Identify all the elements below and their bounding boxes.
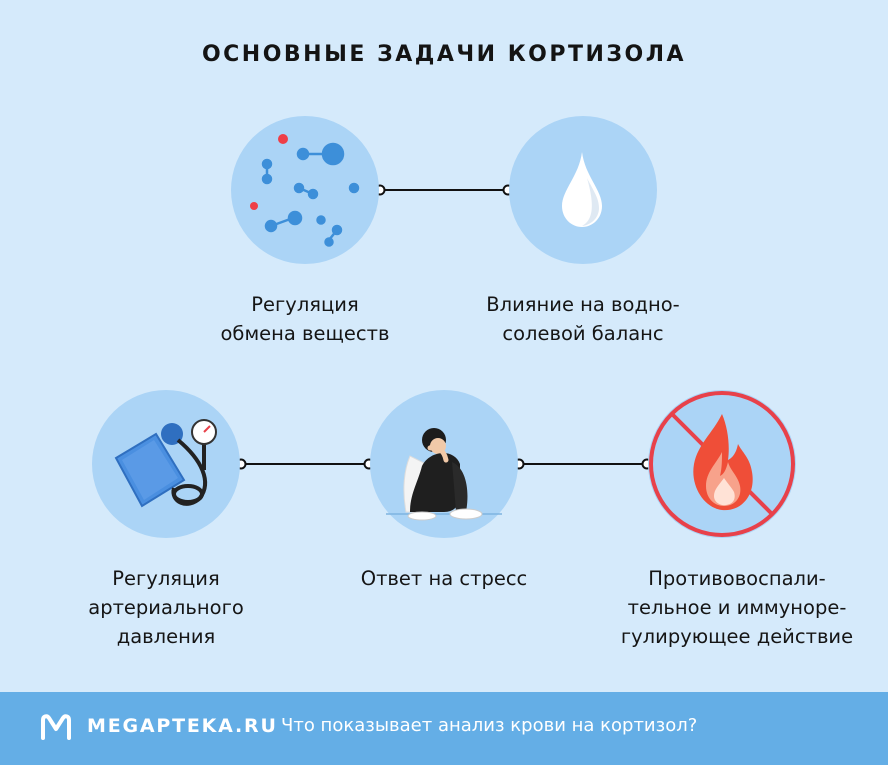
connector-bottom-right	[513, 458, 653, 470]
blood-pressure-circle	[92, 390, 240, 538]
water-drop-icon	[562, 152, 602, 227]
label-line: обмена веществ	[220, 322, 390, 345]
molecules-icon	[250, 134, 360, 247]
label-line: Регуляция	[112, 567, 220, 590]
page-title: ОСНОВНЫЕ ЗАДАЧИ КОРТИЗОЛА	[201, 42, 687, 67]
connector-bottom-left	[235, 458, 375, 470]
label-water-balance: Влияние на водно- солевой баланс	[468, 290, 698, 348]
label-line: Противовоспали-	[648, 567, 826, 590]
label-line: давления	[116, 625, 216, 648]
stressed-person-icon	[386, 428, 502, 521]
brand-name[interactable]: MEGAPTEKA.RU	[87, 715, 278, 737]
label-line: солевой баланс	[502, 322, 664, 345]
crossed-fire-icon	[649, 391, 795, 537]
label-metabolism: Регуляция обмена веществ	[205, 290, 405, 348]
article-link[interactable]: Что показывает анализ крови на кортизол?	[281, 715, 698, 736]
footer-bar: MEGAPTEKA.RU Что показывает анализ крови…	[0, 692, 888, 765]
label-line: Регуляция	[251, 293, 359, 316]
blood-pressure-monitor-icon	[114, 419, 217, 508]
label-line: Влияние на водно-	[486, 293, 680, 316]
label-line: гулирующее действие	[620, 625, 854, 648]
label-line: Ответ на стресс	[360, 567, 528, 590]
water-balance-circle	[509, 116, 657, 264]
anti-inflammatory-circle	[648, 390, 796, 538]
label-stress: Ответ на стресс	[334, 564, 554, 593]
label-line: артериального	[88, 596, 244, 619]
label-line: тельное и иммуноре-	[627, 596, 847, 619]
metabolism-circle	[231, 116, 379, 264]
connector-top	[374, 184, 514, 196]
label-anti-inflammatory: Противовоспали- тельное и иммуноре- гули…	[606, 564, 868, 651]
label-blood-pressure: Регуляция артериального давления	[66, 564, 266, 651]
megapteka-logo-icon[interactable]	[40, 714, 72, 740]
stress-circle	[370, 390, 518, 538]
